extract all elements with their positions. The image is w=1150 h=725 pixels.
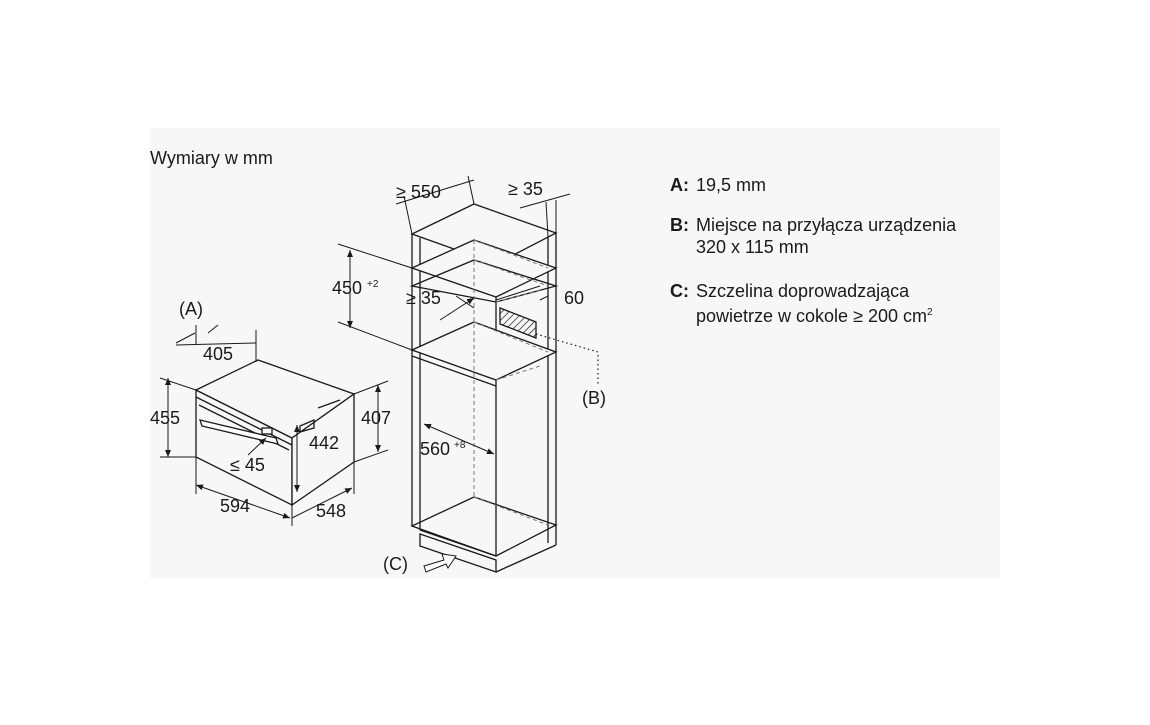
label-b: (B)	[582, 388, 606, 408]
dim-oven-405: 405	[203, 344, 233, 364]
legend-value-c: Szczelina doprowadzająca powietrze w coko…	[696, 280, 933, 327]
dim-cabinet-35-top: ≥ 35	[508, 179, 543, 199]
oven-dimension-lines	[159, 324, 389, 526]
cabinet-hidden-edges	[473, 239, 549, 526]
connector-leader	[535, 333, 599, 386]
cabinet-drawing	[409, 203, 559, 573]
oven-handle	[199, 419, 279, 445]
legend-value-c-line2: powietrze w cokole ≥ 200 cm	[696, 306, 927, 326]
legend-item-a: A: 19,5 mm	[670, 174, 766, 196]
dim-oven-594: 594	[220, 496, 250, 516]
dim-oven-407: 407	[361, 408, 391, 428]
label-c: (C)	[383, 554, 408, 574]
legend-value-b-line2: 320 x 115 mm	[696, 237, 809, 257]
label-a: (A)	[179, 299, 203, 319]
cabinet-dimension-lines	[337, 175, 571, 573]
dim-cabinet-450: 450	[332, 278, 362, 298]
connector-zone	[499, 307, 537, 339]
legend-value-a: 19,5 mm	[696, 175, 767, 195]
units-caption: Wymiary w mm	[150, 148, 273, 168]
legend-item-c: C: Szczelina doprowadzająca powietrze w co…	[670, 280, 933, 327]
legend-value-c-sup: 2	[926, 307, 933, 318]
legend-key-b: B:	[670, 215, 689, 235]
dim-cabinet-550: ≥ 550	[396, 182, 441, 202]
legend-value-b-line1: Miejsce na przyłącza urządzenia	[696, 215, 957, 235]
oven-drawing	[194, 359, 356, 507]
dim-cabinet-35-shelf: ≥ 35	[406, 288, 441, 308]
dim-cabinet-560: 560	[420, 439, 450, 459]
dim-oven-handle: ≤ 45	[230, 455, 265, 475]
legend-key-a: A:	[670, 175, 689, 195]
dim-oven-548: 548	[316, 501, 346, 521]
dim-cabinet-60: 60	[564, 288, 584, 308]
legend-value-c-line1: Szczelina doprowadzająca	[696, 281, 910, 301]
dim-oven-455: 455	[150, 408, 180, 428]
legend-key-c: C:	[670, 281, 689, 301]
dim-oven-442: 442	[309, 433, 339, 453]
dim-cabinet-450-sup: +2	[367, 279, 379, 290]
dim-cabinet-560-sup: +8	[454, 440, 466, 451]
